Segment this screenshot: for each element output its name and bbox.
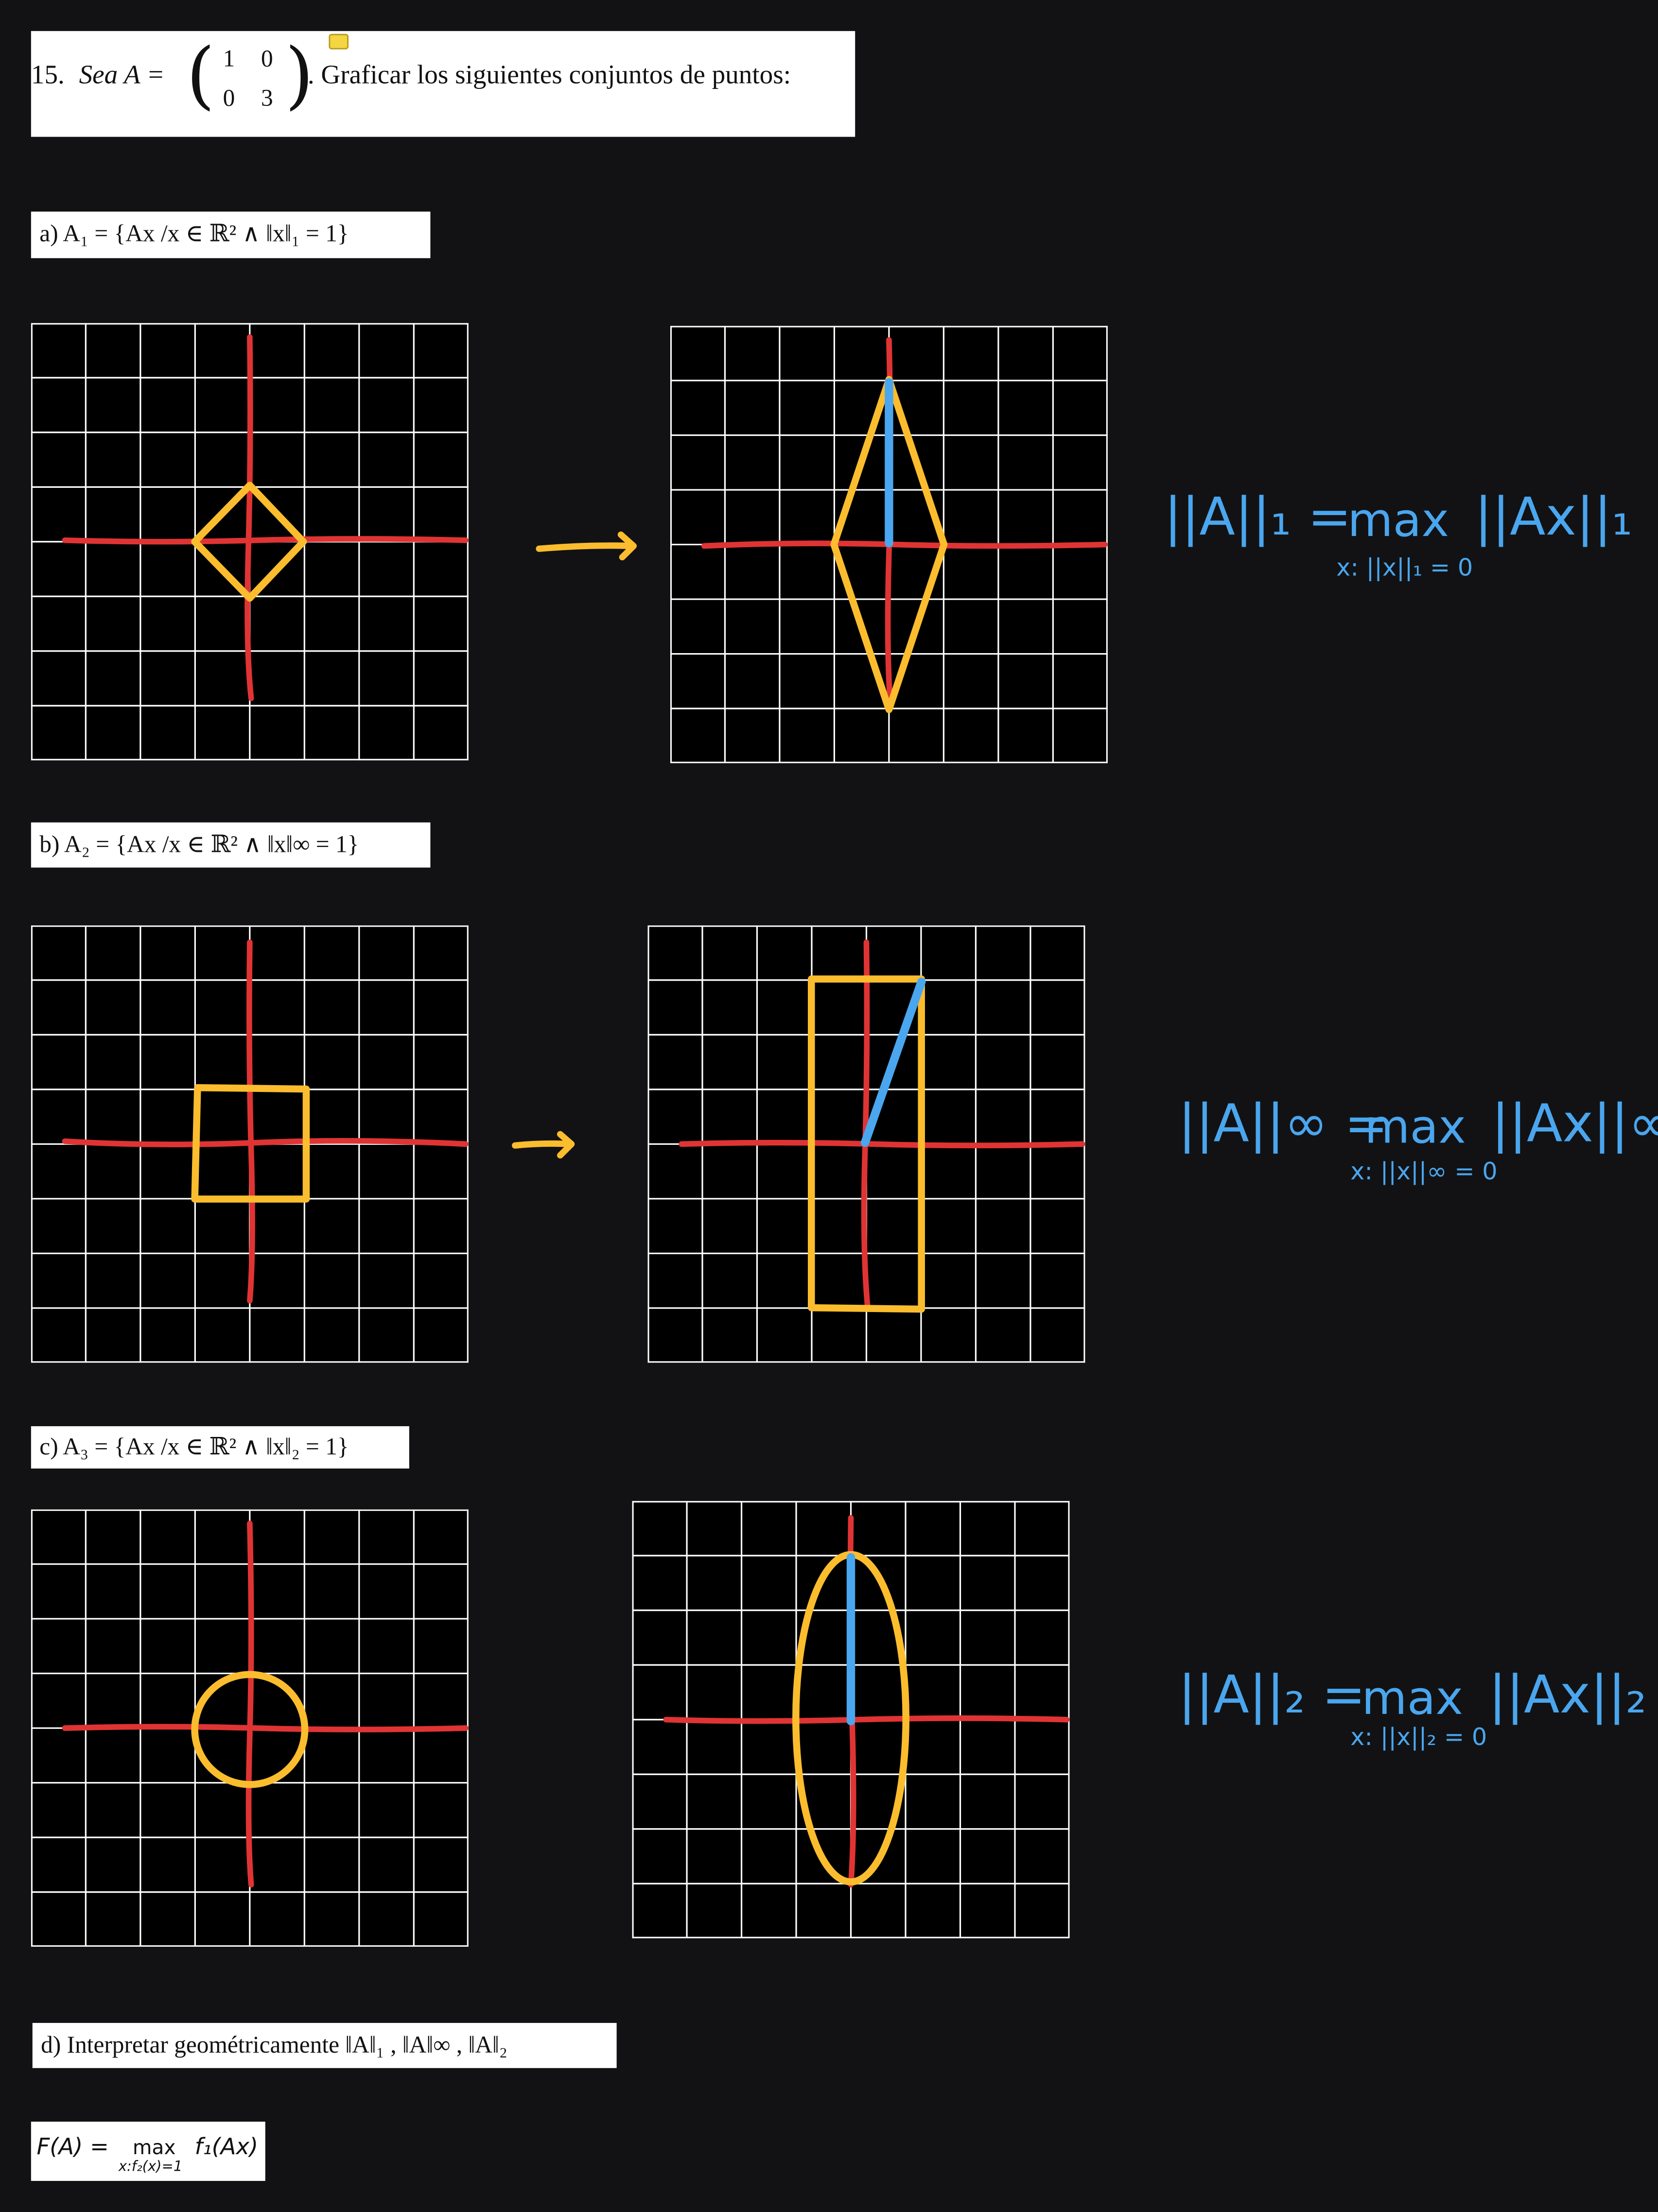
item-b-card: b) A₂ = {Ax /x ∈ ℝ² ∧ ‖x‖∞ = 1}: [31, 822, 431, 868]
image-rhombus: [830, 376, 948, 713]
arrow-right-icon: [536, 531, 637, 561]
grid-c-right: [632, 1501, 1070, 1938]
formula-lhs: F(A) =: [36, 2133, 109, 2160]
note-norm-2-lhs: ||A||₂ =: [1178, 1664, 1366, 1726]
problem-header: 15. Sea A = ( 1 0 0 3 ) . Graficar los s…: [31, 31, 855, 137]
arrow-right-icon: [512, 1131, 575, 1159]
matrix-a21: 0: [223, 85, 235, 112]
grid-a-right-svg: [670, 326, 1108, 763]
formula-sub: x:f₂(x)=1: [118, 2160, 183, 2176]
note-norm-1: ||A||₁ = max ||Ax||₁ x: ||x||₁ = 0: [1164, 486, 1633, 588]
item-d-label: d) Interpretar geométricamente ‖A‖₁ , ‖A…: [41, 2031, 508, 2058]
norm-vector: [860, 977, 926, 1147]
note-norm-inf-sub: x: ||x||∞ = 0: [1350, 1158, 1498, 1187]
grid-a-right: [670, 326, 1108, 763]
matrix-left-paren: (: [186, 34, 215, 119]
grid-c-left-svg: [31, 1509, 469, 1947]
note-norm-inf-rhs: ||Ax||∞: [1491, 1093, 1658, 1154]
item-c-label: c) A₃ = {Ax /x ∈ ℝ² ∧ ‖x‖₂ = 1}: [39, 1433, 349, 1460]
formula-rhs: f₁(Ax): [194, 2133, 259, 2160]
general-norm-formula: F(A) = max x:f₂(x)=1 f₁(Ax): [31, 2122, 265, 2181]
grid-b-left: [31, 925, 469, 1363]
item-a-label: a) A₁ = {Ax /x ∈ ℝ² ∧ ‖x‖₁ = 1}: [39, 220, 349, 247]
note-norm-2-rhs: ||Ax||₂: [1488, 1664, 1647, 1726]
x-axis: [62, 536, 469, 545]
formula-max: max: [132, 2137, 176, 2160]
note-norm-1-sub: x: ||x||₁ = 0: [1336, 554, 1473, 583]
grid-c-right-svg: [632, 1501, 1070, 1938]
x-axis: [663, 1715, 1070, 1724]
grid-b-left-svg: [31, 925, 469, 1363]
note-norm-inf: ||A||∞ = max ||Ax||∞ x: ||x||∞ = 0: [1178, 1093, 1658, 1195]
note-norm-2-max: max: [1361, 1670, 1464, 1726]
sea-prefix: Sea A =: [79, 60, 165, 90]
image-rectangle: [807, 975, 925, 1313]
grid-b-right: [647, 925, 1085, 1363]
note-norm-inf-lhs: ||A||∞ =: [1178, 1093, 1388, 1154]
matrix-a12: 0: [261, 45, 273, 72]
y-axis: [246, 939, 255, 1304]
grid-a-left: [31, 323, 469, 760]
matrix-right-paren: ): [285, 34, 314, 119]
note-norm-1-max: max: [1347, 492, 1449, 548]
problem-number: 15.: [31, 60, 65, 90]
matrix-a22: 3: [261, 85, 273, 112]
y-axis: [861, 939, 871, 1312]
y-axis: [245, 1521, 254, 1888]
unit-circle-2norm: [191, 1671, 309, 1788]
unit-diamond-1norm: [191, 482, 307, 602]
note-norm-1-rhs: ||Ax||₁: [1474, 486, 1633, 548]
item-a-card: a) A₁ = {Ax /x ∈ ℝ² ∧ ‖x‖₁ = 1}: [31, 211, 431, 259]
x-axis: [679, 1140, 1085, 1149]
matrix-a11: 1: [223, 45, 235, 72]
note-norm-inf-max: max: [1364, 1099, 1466, 1154]
grid-c-left: [31, 1509, 469, 1947]
x-axis: [701, 540, 1108, 549]
note-norm-2-sub: x: ||x||₂ = 0: [1350, 1724, 1487, 1752]
x-axis: [62, 1138, 469, 1147]
note-norm-1-lhs: ||A||₁ =: [1164, 486, 1352, 548]
item-b-label: b) A₂ = {Ax /x ∈ ℝ² ∧ ‖x‖∞ = 1}: [39, 830, 359, 858]
unit-square-infnorm: [191, 1084, 310, 1203]
grid-b-right-svg: [647, 925, 1085, 1363]
header-text: . Graficar los siguientes conjuntos de p…: [307, 60, 791, 90]
grid-a-left-svg: [31, 323, 469, 760]
x-axis: [62, 1724, 469, 1732]
comment-note-icon[interactable]: [329, 34, 349, 50]
note-norm-2: ||A||₂ = max ||Ax||₂ x: ||x||₂ = 0: [1178, 1664, 1647, 1766]
item-d-card: d) Interpretar geométricamente ‖A‖₁ , ‖A…: [32, 2022, 617, 2068]
y-axis: [244, 334, 254, 701]
item-c-card: c) A₃ = {Ax /x ∈ ℝ² ∧ ‖x‖₂ = 1}: [31, 1426, 409, 1469]
